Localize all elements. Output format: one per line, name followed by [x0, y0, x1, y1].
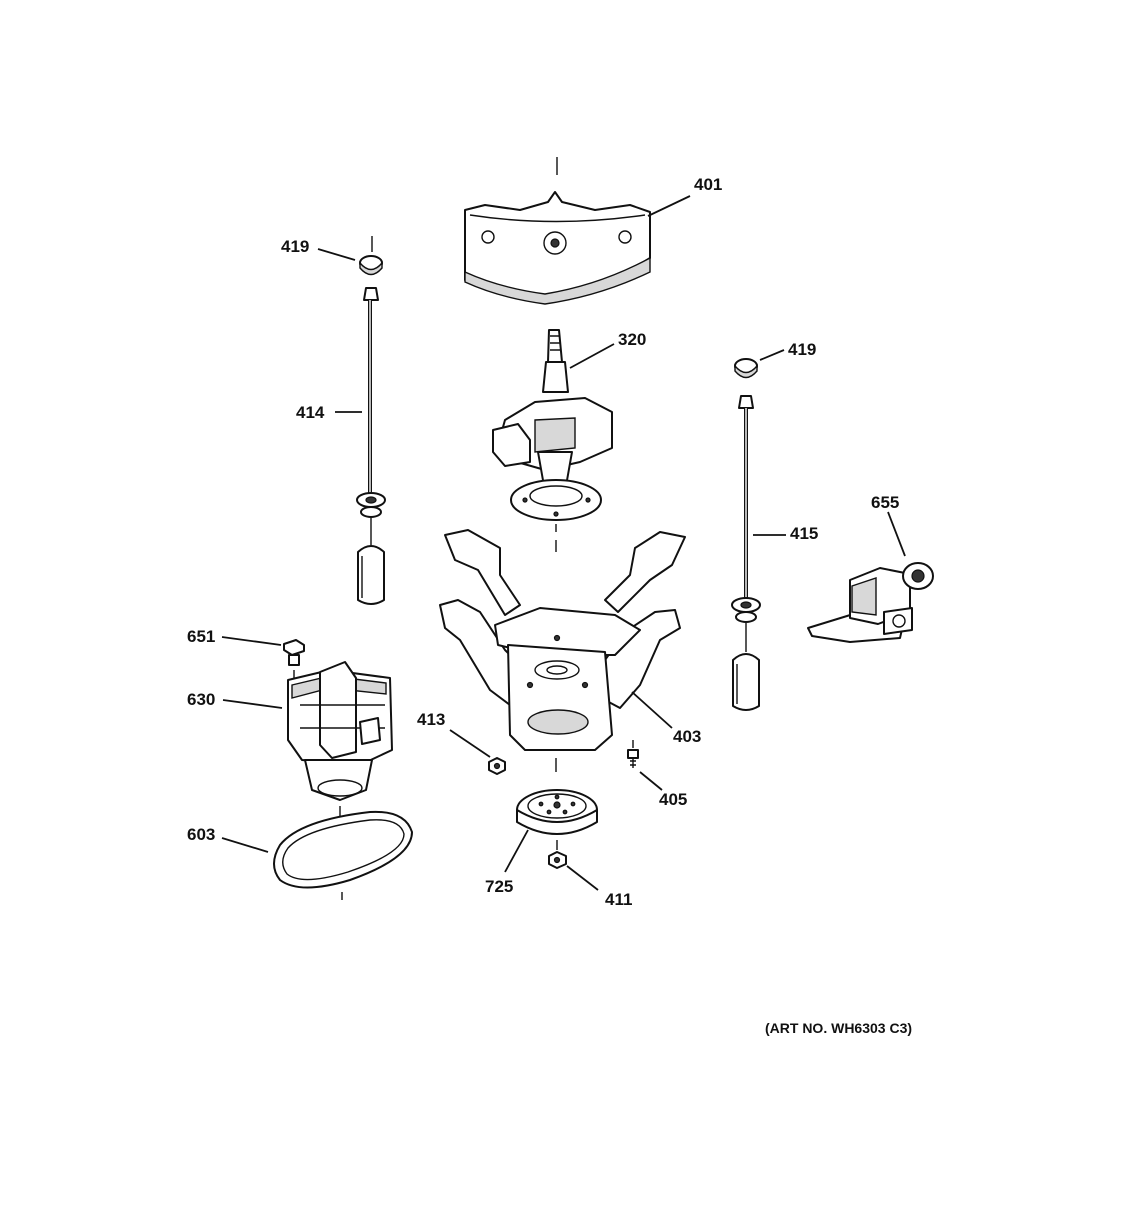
callout-725: 725 — [485, 877, 513, 896]
part-415-suspension-rod[interactable] — [731, 395, 761, 711]
part-411-nut[interactable] — [548, 851, 567, 869]
part-630-motor[interactable] — [287, 661, 393, 818]
leader-320 — [569, 343, 615, 369]
part-603-belt[interactable] — [273, 810, 413, 900]
part-403-mounting-bracket[interactable] — [439, 529, 686, 772]
leader-411 — [566, 865, 599, 891]
callout-419-left: 419 — [281, 237, 309, 256]
callout-413: 413 — [417, 710, 445, 729]
part-725-pulley[interactable] — [516, 789, 598, 850]
callout-401: 401 — [694, 175, 722, 194]
part-414-suspension-rod[interactable] — [356, 287, 386, 605]
art-number: (ART NO. WH6303 C3) — [765, 1020, 912, 1036]
part-320-transmission[interactable] — [492, 329, 613, 552]
leader-403 — [631, 691, 673, 729]
leader-405 — [639, 771, 663, 791]
leader-413 — [449, 729, 491, 758]
leader-603 — [221, 837, 269, 853]
leader-401 — [647, 195, 691, 217]
leader-419-right — [759, 349, 785, 361]
leader-651 — [221, 636, 282, 646]
callout-419-right: 419 — [788, 340, 816, 359]
callout-651: 651 — [187, 627, 215, 646]
leader-655 — [887, 511, 906, 557]
part-413-nut[interactable] — [488, 757, 506, 775]
callout-630: 630 — [187, 690, 215, 709]
callout-411: 411 — [605, 890, 632, 909]
part-401-cover-plate[interactable] — [464, 157, 651, 305]
part-655-pump[interactable] — [807, 562, 934, 643]
callout-655: 655 — [871, 493, 899, 512]
leader-725 — [504, 829, 529, 873]
leader-419-left — [317, 248, 356, 261]
part-419-left-cap[interactable] — [359, 236, 383, 276]
callout-603: 603 — [187, 825, 215, 844]
leader-630 — [222, 699, 283, 709]
part-405-screw[interactable] — [627, 740, 639, 768]
callout-403: 403 — [673, 727, 701, 746]
callout-405: 405 — [659, 790, 687, 809]
callout-320: 320 — [618, 330, 646, 349]
part-419-right-cap[interactable] — [734, 358, 758, 379]
callout-414: 414 — [296, 403, 325, 422]
part-651-bolt[interactable] — [283, 639, 305, 680]
callout-415: 415 — [790, 524, 818, 543]
